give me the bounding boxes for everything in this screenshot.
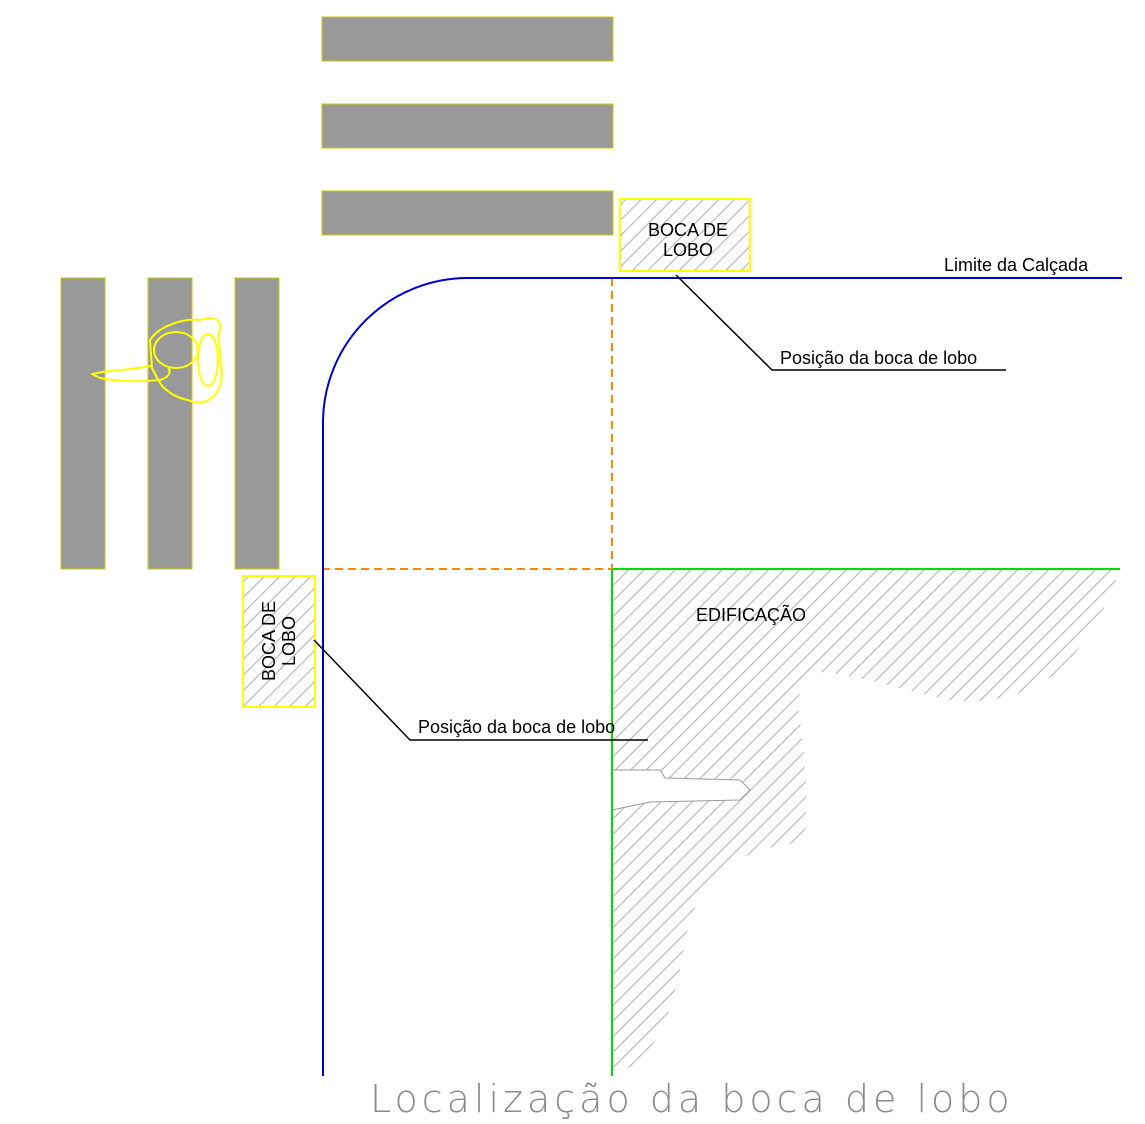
inlet-position-label-top: Posição da boca de lobo (780, 348, 977, 368)
inlet-label-line1: BOCA DE (259, 601, 279, 681)
curb-line (322, 277, 1122, 1076)
crosswalk-stripe (321, 16, 614, 62)
inlet-label-line2: LOBO (663, 240, 713, 260)
leader-line-left (313, 639, 648, 741)
building-notch (612, 770, 750, 810)
storm-inlet-left: BOCA DE LOBO (242, 575, 316, 708)
building-label: EDIFICAÇÃO (696, 604, 806, 625)
inlet-label-line2: LOBO (279, 616, 299, 666)
crosswalk-stripe (321, 190, 614, 236)
crosswalk-stripe (234, 277, 280, 570)
crosswalk-stripe (60, 277, 106, 570)
crosswalk-horizontal (321, 16, 614, 236)
building-notch-hatch (611, 769, 751, 811)
leader-line-top (675, 274, 1006, 371)
building-footprint (612, 569, 1120, 1074)
diagram-caption: Localização da boca de lobo (370, 1077, 1014, 1121)
crosswalk-stripe (147, 277, 193, 570)
inlet-position-label-left: Posição da boca de lobo (418, 717, 615, 737)
pedestrian-top-view-icon (91, 317, 223, 404)
crosswalk-vertical (60, 277, 280, 570)
crosswalk-stripe (321, 103, 614, 149)
curb-limit-label: Limite da Calçada (944, 255, 1089, 275)
inlet-label-line1: BOCA DE (648, 220, 728, 240)
storm-inlet-top: BOCA DE LOBO (619, 198, 751, 272)
